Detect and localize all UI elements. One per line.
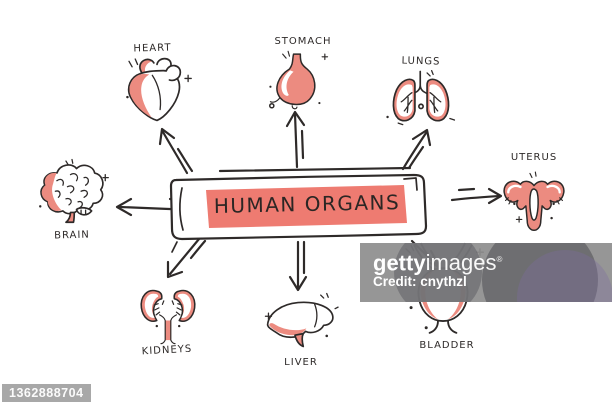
stomach-icon: [269, 50, 329, 110]
lungs-label: LUNGS: [401, 55, 441, 68]
arrow-to-lungs: [401, 128, 432, 171]
arrow-to-stomach: [285, 110, 306, 169]
getty-watermark-band: gettyimages® Credit: cnythzl: [360, 243, 612, 302]
arrow-to-liver: [288, 240, 308, 292]
page-title: HUMAN ORGANS: [213, 190, 401, 218]
uterus-icon: [503, 171, 565, 232]
sparkle-icon: [269, 50, 329, 105]
uterus-label: UTERUS: [510, 152, 558, 163]
getty-logo-light: images: [425, 250, 497, 276]
getty-logo: gettyimages®: [373, 248, 502, 275]
kidneys-icon: [140, 289, 196, 345]
title-banner: [206, 185, 407, 228]
arrow-to-kidneys: [166, 237, 207, 279]
getty-credit: Credit: cnythzl: [373, 274, 467, 289]
bladder-label: BLADDER: [419, 340, 475, 351]
liver-icon: [264, 292, 339, 348]
getty-logo-bold: getty: [373, 250, 426, 276]
brain-label: BRAIN: [54, 229, 90, 242]
registered-mark: ®: [496, 255, 503, 264]
watermark-sphere: [394, 243, 482, 302]
heart-label: HEART: [133, 42, 172, 55]
sparkle-icon: [39, 158, 109, 208]
stomach-label: STOMACH: [274, 36, 332, 47]
center-box: [169, 166, 428, 253]
sparkle-icon: [515, 171, 553, 223]
watermark-sphere: [482, 243, 598, 302]
sparkle-icon: [155, 300, 181, 328]
liver-label: LIVER: [284, 357, 318, 368]
heart-icon: [126, 57, 192, 122]
lungs-icon: [386, 69, 456, 126]
sparkle-icon: [264, 292, 339, 338]
arrow-to-heart: [158, 127, 194, 175]
brain-icon: [39, 158, 109, 224]
sparkle-icon: [126, 58, 192, 99]
arrow-to-uterus: [450, 187, 503, 205]
sparkle-icon: [386, 69, 456, 126]
image-id-badge: 1362888704: [2, 384, 91, 402]
